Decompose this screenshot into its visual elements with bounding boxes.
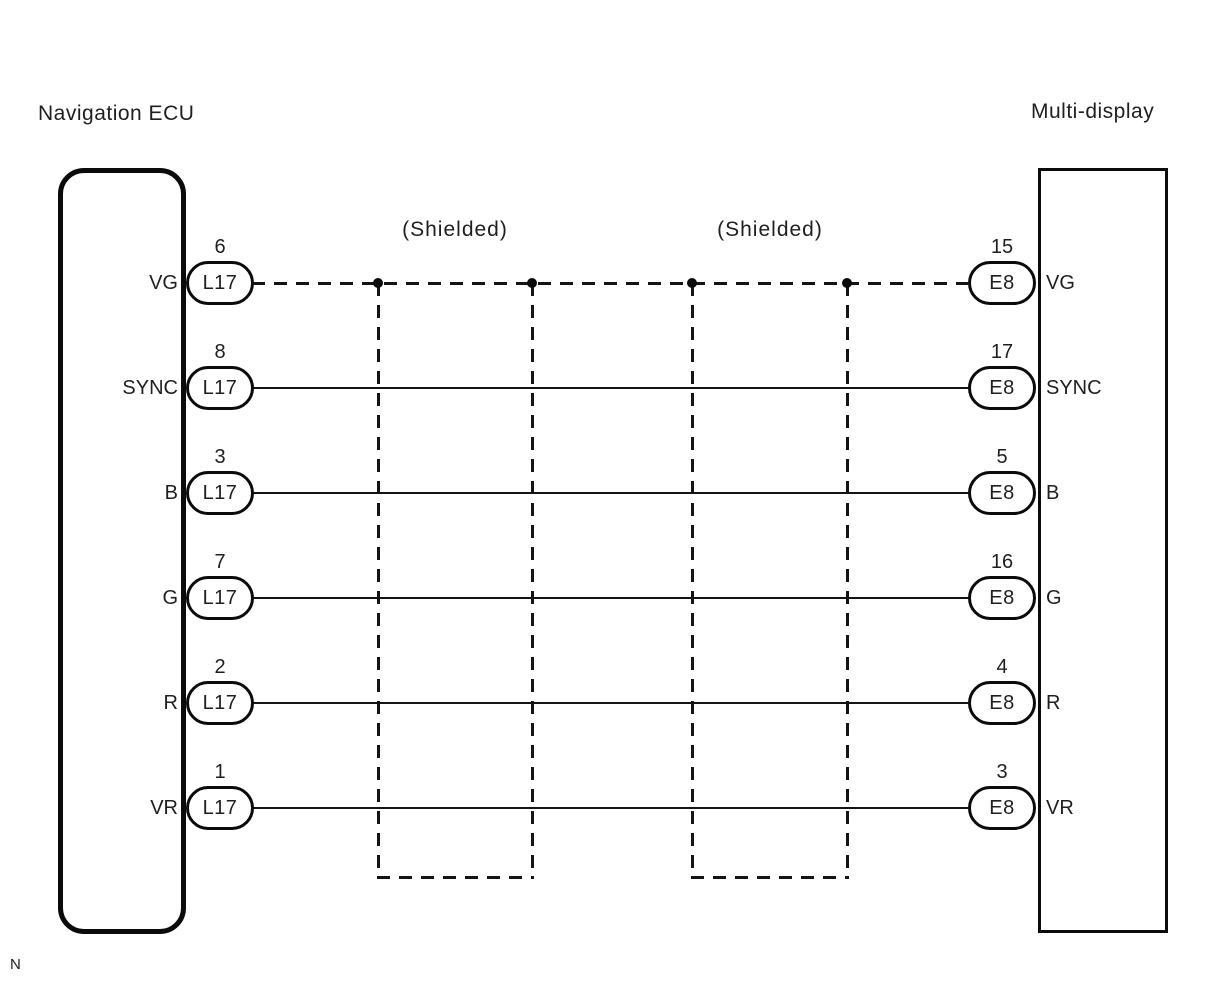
left-connector-label: L17 <box>202 481 238 504</box>
right-signal-label: G <box>1046 587 1062 609</box>
left-signal-label: SYNC <box>122 377 178 399</box>
shield-label-left: (Shielded) <box>402 218 508 241</box>
left-pin-number: 2 <box>214 656 226 678</box>
shield-line-vertical <box>846 283 849 878</box>
shield-junction-dot <box>373 278 383 288</box>
shield-line-bottom <box>691 876 849 879</box>
shield-line-vertical <box>691 283 694 878</box>
left-signal-label: R <box>163 692 178 714</box>
left-pin-number: 6 <box>214 236 226 258</box>
shield-junction-dot <box>687 278 697 288</box>
right-connector-label: E8 <box>989 796 1015 819</box>
wire-line <box>252 807 968 809</box>
right-pin-number: 17 <box>990 341 1014 363</box>
wire-line <box>252 597 968 599</box>
right-signal-label: VG <box>1046 272 1075 294</box>
left-connector-label: L17 <box>202 271 238 294</box>
left-connector-pill: L17 <box>186 681 254 725</box>
left-connector-pill: L17 <box>186 261 254 305</box>
right-pin-number: 16 <box>990 551 1014 573</box>
right-connector-label: E8 <box>989 271 1015 294</box>
footnote-label: N <box>10 956 21 973</box>
left-signal-label: VR <box>150 797 178 819</box>
right-connector-pill: E8 <box>968 471 1036 515</box>
left-pin-number: 1 <box>214 761 226 783</box>
left-connector-pill: L17 <box>186 786 254 830</box>
left-connector-label: L17 <box>202 796 238 819</box>
right-connector-label: E8 <box>989 691 1015 714</box>
shield-junction-dot <box>527 278 537 288</box>
left-connector-pill: L17 <box>186 366 254 410</box>
wire-line-dashed <box>252 282 968 285</box>
right-connector-pill: E8 <box>968 261 1036 305</box>
shield-line-bottom <box>377 876 534 879</box>
right-pin-number: 4 <box>996 656 1008 678</box>
right-connector-pill: E8 <box>968 366 1036 410</box>
right-signal-label: VR <box>1046 797 1074 819</box>
right-component-box <box>1038 168 1168 933</box>
right-connector-pill: E8 <box>968 681 1036 725</box>
shield-label-right: (Shielded) <box>717 218 823 241</box>
wire-line <box>252 492 968 494</box>
left-signal-label: B <box>164 482 178 504</box>
right-connector-label: E8 <box>989 481 1015 504</box>
left-connector-label: L17 <box>202 691 238 714</box>
left-signal-label: G <box>162 587 178 609</box>
right-pin-number: 15 <box>990 236 1014 258</box>
right-pin-number: 5 <box>996 446 1008 468</box>
shield-junction-dot <box>842 278 852 288</box>
right-connector-label: E8 <box>989 586 1015 609</box>
right-signal-label: B <box>1046 482 1060 504</box>
left-component-title: Navigation ECU <box>38 102 195 125</box>
right-signal-label: SYNC <box>1046 377 1102 399</box>
left-pin-number: 7 <box>214 551 226 573</box>
left-pin-number: 8 <box>214 341 226 363</box>
shield-line-vertical <box>531 283 534 878</box>
wire-line <box>252 702 968 704</box>
right-connector-pill: E8 <box>968 786 1036 830</box>
right-connector-label: E8 <box>989 376 1015 399</box>
right-signal-label: R <box>1046 692 1061 714</box>
left-connector-label: L17 <box>202 586 238 609</box>
left-connector-label: L17 <box>202 376 238 399</box>
shield-line-vertical <box>377 283 380 878</box>
right-pin-number: 3 <box>996 761 1008 783</box>
left-connector-pill: L17 <box>186 471 254 515</box>
left-signal-label: VG <box>149 272 178 294</box>
right-component-title: Multi-display <box>1031 100 1155 123</box>
left-pin-number: 3 <box>214 446 226 468</box>
right-connector-pill: E8 <box>968 576 1036 620</box>
left-connector-pill: L17 <box>186 576 254 620</box>
wire-line <box>252 387 968 389</box>
left-component-box <box>58 168 186 934</box>
